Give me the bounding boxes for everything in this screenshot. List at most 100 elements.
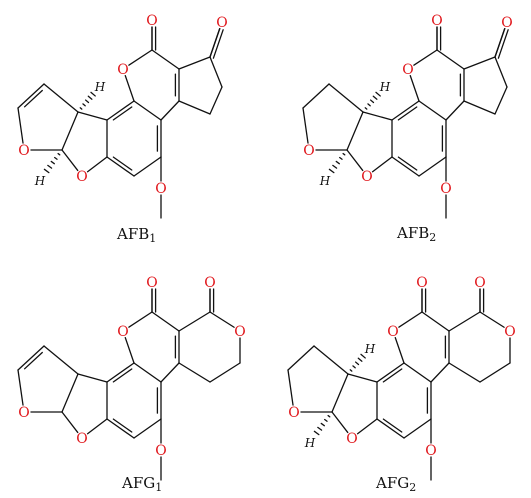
ketone-bond-double [497,29,509,59]
ring-bond [391,156,420,177]
ring-bond [77,111,108,121]
ring-bond-double [112,106,133,121]
ring-bond [133,100,162,121]
ring-bond [17,107,24,144]
ring-bond [106,156,135,177]
carbonyl-oxygen: O [146,275,157,291]
ring-bond [77,373,108,383]
terminal-furan-oxygen: O [288,405,299,421]
ring-bond [403,418,432,439]
ring-bond [86,156,108,173]
ring-bond [479,311,505,328]
ring-bond [362,111,393,121]
terminal-furan-oxygen: O [18,405,29,421]
ring-bond [479,362,511,383]
ring-bond [409,74,420,102]
ring-bond [421,311,450,332]
stereo-hash-bond [79,91,96,110]
ring-bond-double [382,368,403,383]
ring-bond-double [112,368,133,383]
ring-bond [124,336,135,364]
ring-bond [463,100,496,115]
stereo-hash-bond [349,353,366,372]
ring-bond [151,49,180,70]
furan-oxygen: O [76,169,87,185]
ring-bond [17,83,45,109]
carbonyl-oxygen: O [146,13,157,29]
caption-afg2: AFG2 [375,474,416,494]
ring-bond [313,345,349,375]
ketone-oxygen: O [501,15,512,31]
ring-bond-double [397,156,418,171]
ring-bond [331,411,349,434]
furan-oxygen: O [346,431,357,447]
caption-afb1: AFB1 [116,225,156,245]
ring-bond [61,111,79,151]
ring-bond [448,362,481,383]
ring-bond [61,373,79,413]
furan-oxygen: O [361,169,372,185]
stereo-hydrogen: H [304,436,316,450]
carbonyl-oxygen: O [416,275,427,291]
ring-oxygen: O [387,324,398,340]
ring-bond [448,311,481,332]
ring-bond [209,362,241,383]
ketone-bond-double [212,29,224,59]
ring-bond [302,83,330,109]
ring-bond [124,74,135,102]
carbonyl-oxygen: O [431,13,442,29]
lactone-ring-oxygen: O [234,324,245,340]
ring-bond [209,56,223,88]
methoxy-oxygen: O [440,181,451,197]
ring-bond [391,100,420,121]
ring-bond-double [112,156,133,171]
ring-bond [376,418,405,439]
stereo-hash-bond [328,152,346,174]
caption-afb2: AFB2 [396,224,436,244]
ring-bond [43,345,79,375]
stereo-hash-bond [43,152,61,174]
ring-bond [328,83,364,113]
ring-bond-double [23,89,43,108]
ring-bond [128,49,153,66]
ring-bond [430,362,450,383]
ring-bond [494,86,508,115]
ring-bond [133,156,162,177]
ketone-oxygen: O [216,15,227,31]
stereo-hash-bond [313,414,331,436]
ring-bond [436,49,465,70]
caption-afg1: AFG1 [121,474,162,494]
ring-bond-double [397,106,418,121]
ring-bond [128,311,153,328]
ring-bond [133,418,162,439]
ring-oxygen: O [117,324,128,340]
stereo-hydrogen: H [379,80,391,94]
ketone-bond [494,27,506,58]
ring-bond [106,418,135,439]
ring-bond [17,345,45,371]
ring-bond [347,373,378,383]
ring-bond [178,362,211,383]
ring-bond [287,369,294,406]
lactone-carbonyl-oxygen: O [474,275,485,291]
stereo-hydrogen: H [319,174,331,188]
ring-bond [394,336,405,364]
ring-bond [209,311,235,328]
ring-bond-double [382,418,403,433]
stereo-hydrogen: H [364,342,376,356]
ring-bond [418,156,447,177]
ring-bond [86,418,108,435]
ring-bond [346,149,364,172]
ring-bond [413,49,438,66]
ring-bond [160,100,180,121]
ring-bond [398,311,423,328]
ring-bond [403,362,432,383]
ring-bond [209,86,223,115]
stereo-hydrogen: H [94,80,106,94]
ring-bond [43,83,79,113]
ring-bond [371,156,393,173]
